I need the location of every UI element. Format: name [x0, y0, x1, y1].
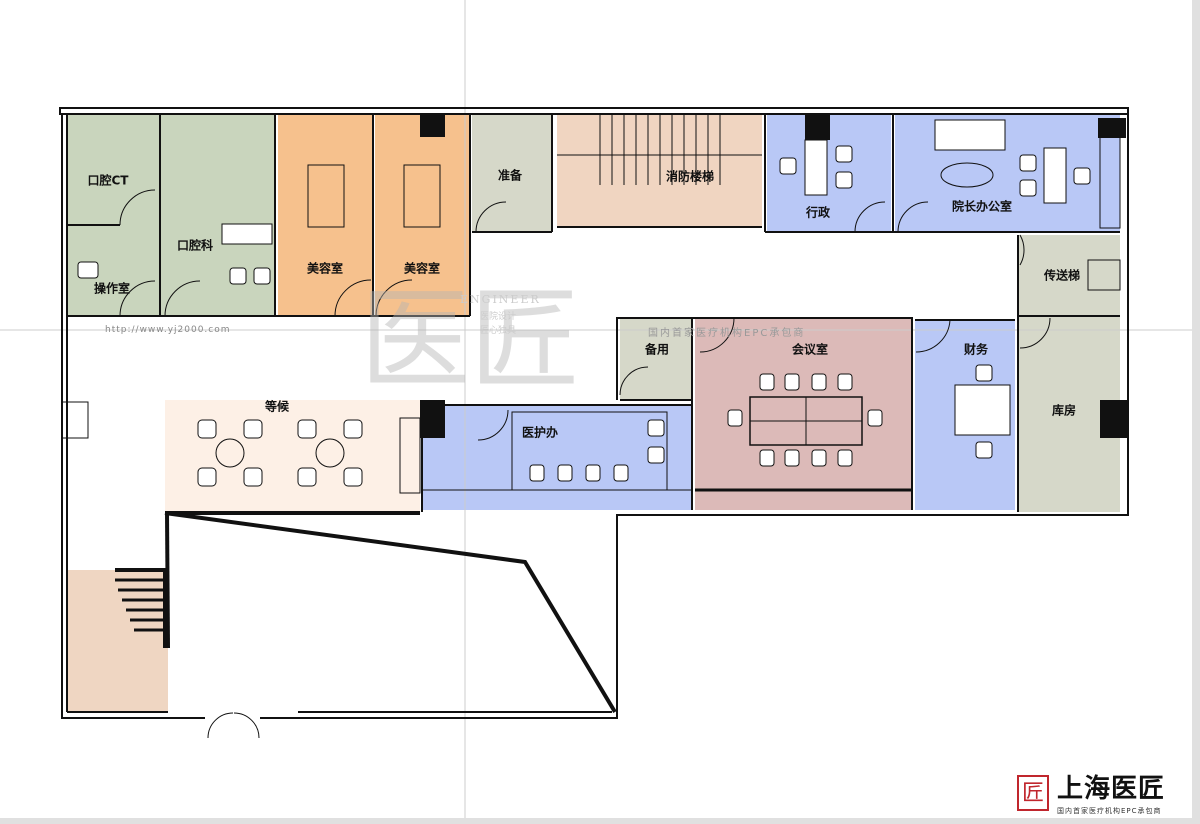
label-oral-ct: 口腔CT	[87, 173, 129, 188]
room-dumbwaiter	[1018, 235, 1120, 316]
label-spare: 备用	[644, 342, 670, 357]
room-nurse-office	[422, 405, 692, 510]
brand-logo: 匠 上海医匠 国内首家医疗机构EPC承包商	[1017, 774, 1166, 815]
brand-name: 上海医匠	[1057, 774, 1166, 804]
watermark-line1: 医院设计	[480, 312, 517, 322]
brand-subtitle: 国内首家医疗机构EPC承包商	[1057, 807, 1162, 815]
label-president: 院长办公室	[951, 199, 1013, 214]
bottom-border	[0, 818, 1200, 824]
room-spare	[620, 318, 692, 400]
label-operation: 操作室	[93, 281, 131, 296]
label-nurse-office: 医护办	[521, 425, 559, 440]
label-beauty-1: 美容室	[306, 261, 344, 276]
watermark-line2: 匠心独具	[480, 326, 517, 336]
label-waiting: 等候	[264, 399, 290, 414]
label-storage: 库房	[1051, 403, 1077, 418]
label-finance: 财务	[963, 342, 989, 357]
right-border	[1192, 0, 1200, 824]
room-lower-stair	[67, 570, 168, 712]
watermark-url: http://www.yj2000.com	[105, 325, 231, 335]
label-dumbwaiter: 传送梯	[1043, 268, 1081, 283]
brand-seal: 匠	[1017, 775, 1049, 811]
label-admin: 行政	[805, 205, 831, 220]
label-prep: 准备	[497, 168, 523, 183]
room-beauty-2	[375, 115, 470, 316]
label-stomatology: 口腔科	[176, 238, 214, 253]
watermark-seal: 医匠	[360, 276, 580, 404]
room-prep	[472, 115, 552, 232]
label-beauty-2: 美容室	[403, 261, 441, 276]
watermark-en: ENGINEER	[460, 293, 541, 306]
watermark-logo: 医匠 ENGINEER 医院设计 匠心独具	[360, 285, 580, 395]
label-fire-stairs: 消防楼梯	[665, 169, 715, 184]
watermark-slogan: 国内首家医疗机构EPC承包商	[648, 328, 806, 339]
room-waiting	[165, 400, 420, 512]
label-meeting: 会议室	[791, 342, 829, 357]
